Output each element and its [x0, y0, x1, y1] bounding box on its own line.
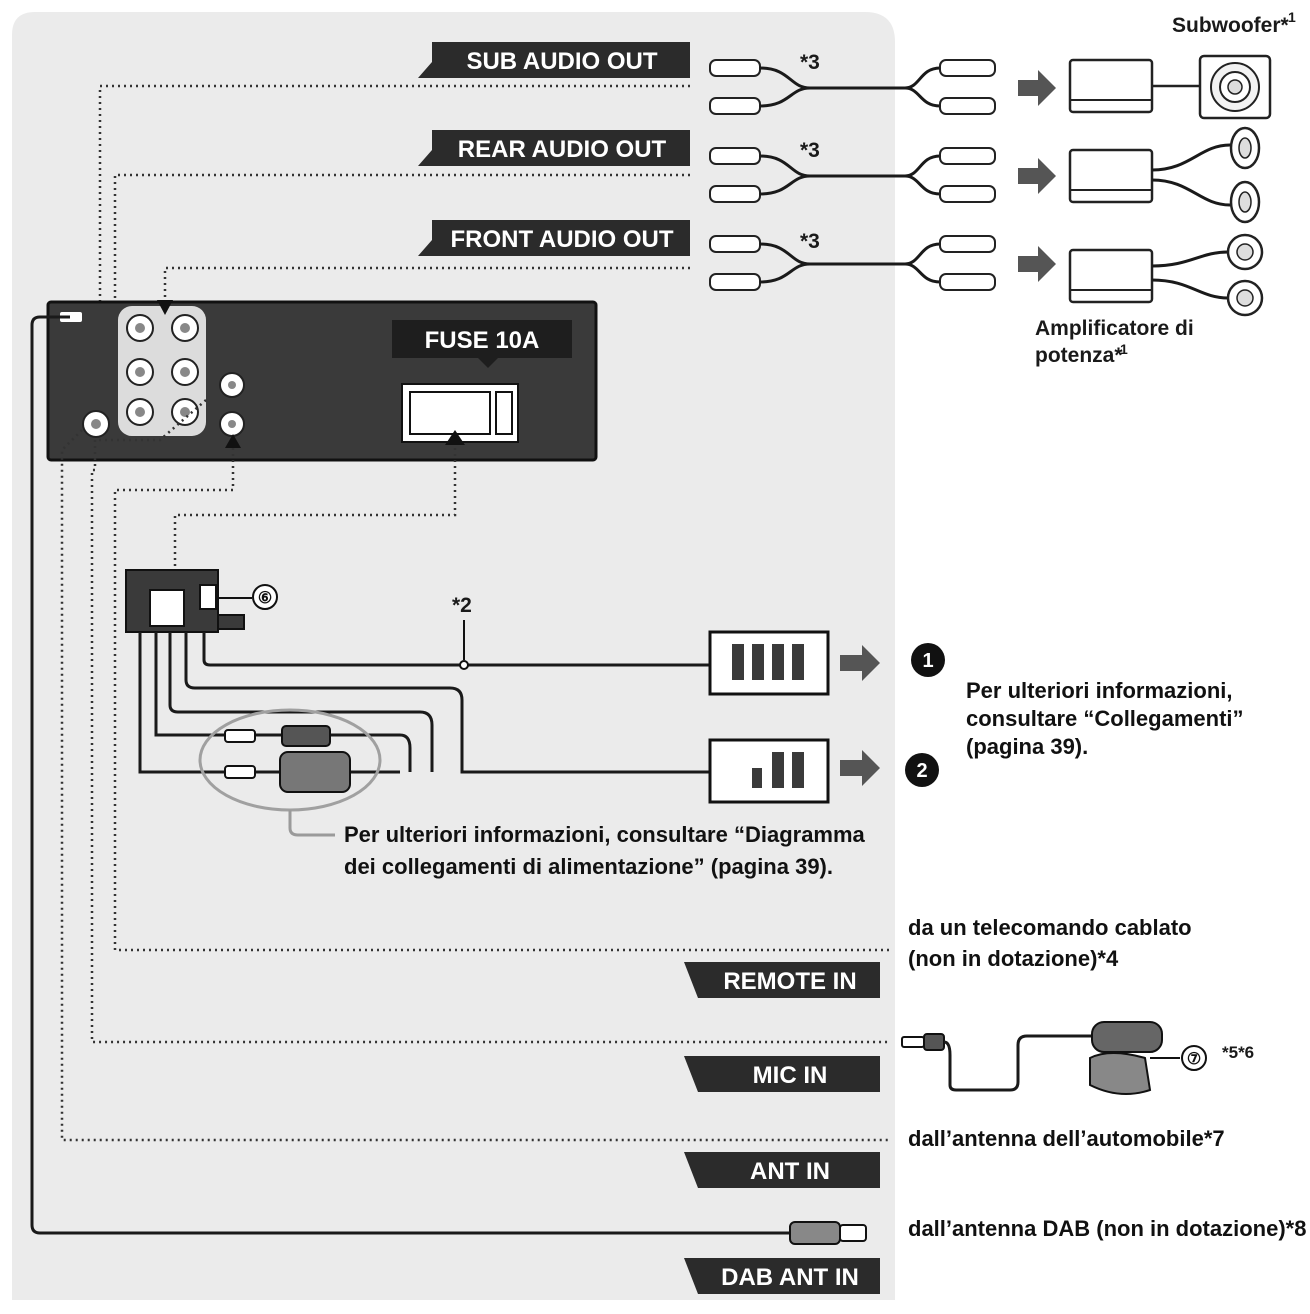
arrow-connector-1	[840, 645, 880, 681]
microphone-icon	[901, 1021, 1163, 1095]
harness-callout-circle	[252, 584, 278, 610]
rca-note-front: *3	[800, 230, 820, 253]
dab-plug-icon	[789, 1221, 867, 1245]
rear-leader-line	[113, 173, 690, 374]
front-speaker-icons	[1226, 233, 1264, 317]
remote-note-line2: (non in dotazione)*4	[908, 946, 1119, 971]
rca-note-sub: *3	[800, 51, 820, 74]
mic-callout-circle	[1181, 1045, 1207, 1071]
dab-ant-in-label: DAB ANT IN	[721, 1264, 859, 1291]
ant-in-label: ANT IN	[750, 1158, 830, 1185]
amplifier-rear	[1068, 143, 1231, 207]
rear-audio-out-label: REAR AUDIO OUT	[458, 136, 667, 163]
socket-up-arrow	[445, 430, 465, 445]
sub-leader-line	[98, 84, 690, 411]
fuse-tag: FUSE 10A	[392, 320, 572, 368]
amplifier-ref: 1	[1120, 341, 1128, 357]
amplifier-label-line2: potenza*	[1035, 344, 1123, 367]
head-unit-rear-panel: FUSE 10A	[46, 300, 598, 462]
amplifier-sub	[1068, 58, 1200, 114]
arrow-connector-2	[840, 750, 880, 786]
power-note-leader	[288, 810, 335, 837]
front-audio-out-tag: FRONT AUDIO OUT	[418, 220, 690, 256]
power-plug-icons	[224, 725, 351, 793]
rca-cable-sub	[709, 59, 996, 115]
remote-note-line1: da un telecomando cablato	[908, 915, 1192, 940]
rca-cable-rear	[709, 147, 996, 203]
collegamenti-note-line1: Per ulteriori informazioni,	[966, 678, 1232, 703]
subwoofer-ref: 1	[1288, 9, 1296, 25]
wire-note: *2	[452, 594, 472, 617]
connector-1-badge	[911, 643, 945, 677]
harness-num: ⑥	[258, 590, 272, 607]
fuse-label: FUSE 10A	[425, 327, 540, 354]
dab-antenna-wire	[30, 315, 790, 1235]
antenna-note: dall’antenna dell’automobile*7	[908, 1126, 1225, 1151]
harness-wire-2	[184, 632, 710, 774]
harness-wire-3	[168, 632, 434, 772]
power-note-line1: Per ulteriori informazioni, consultare “…	[344, 822, 866, 847]
subwoofer-label: Subwoofer*	[1172, 14, 1289, 37]
collegamenti-note-line2: consultare “Collegamenti”	[966, 706, 1244, 731]
arrow-to-rear-amp	[1018, 158, 1056, 194]
front-leader-line	[163, 266, 690, 312]
remote-in-label: REMOTE IN	[723, 968, 856, 995]
mic-leader	[90, 399, 890, 1044]
front-out-arrow	[157, 300, 173, 315]
sub-audio-out-label: SUB AUDIO OUT	[466, 48, 657, 75]
dab-ant-in-tag: DAB ANT IN	[684, 1258, 880, 1294]
ant-leader	[60, 429, 890, 1142]
wiring-harness-connector	[125, 569, 245, 633]
arrow-to-sub-amp	[1018, 70, 1056, 106]
mic-in-label: MIC IN	[753, 1062, 828, 1089]
remote-in-tag: REMOTE IN	[684, 962, 880, 998]
sub-audio-out-tag: SUB AUDIO OUT	[418, 42, 690, 78]
connector-2	[708, 738, 830, 804]
harness-wire-1	[202, 632, 710, 667]
mic-note: *5*6	[1222, 1043, 1254, 1062]
power-note-line2: dei collegamenti di alimentazione” (pagi…	[344, 854, 833, 879]
rca-cable-front	[709, 235, 996, 291]
rear-audio-out-tag: REAR AUDIO OUT	[418, 130, 690, 166]
mic-jack-arrow	[225, 434, 241, 448]
rca-note-rear: *3	[800, 139, 820, 162]
rear-speaker-icons	[1229, 126, 1261, 224]
connector-2-num: 2	[916, 760, 927, 782]
arrow-to-front-amp	[1018, 246, 1056, 282]
connector-2-badge	[905, 753, 939, 787]
dab-note: dall’antenna DAB (non in dotazione)*8	[908, 1216, 1306, 1241]
ant-in-tag: ANT IN	[684, 1152, 880, 1188]
mic-in-tag: MIC IN	[684, 1056, 880, 1092]
power-connector-socket	[401, 383, 519, 443]
subwoofer-speaker-icon	[1198, 54, 1272, 120]
connector-1	[708, 630, 830, 696]
front-audio-out-label: FRONT AUDIO OUT	[450, 226, 673, 253]
connector-1-num: 1	[922, 650, 933, 672]
harness-wire-4	[154, 632, 412, 772]
collegamenti-note-line3: (pagina 39).	[966, 734, 1088, 759]
amplifier-label-line1: Amplificatore di	[1035, 317, 1194, 340]
amplifier-front	[1068, 248, 1229, 304]
rca-jack-icons	[82, 314, 245, 438]
mic-num: ⑦	[1187, 1051, 1201, 1068]
